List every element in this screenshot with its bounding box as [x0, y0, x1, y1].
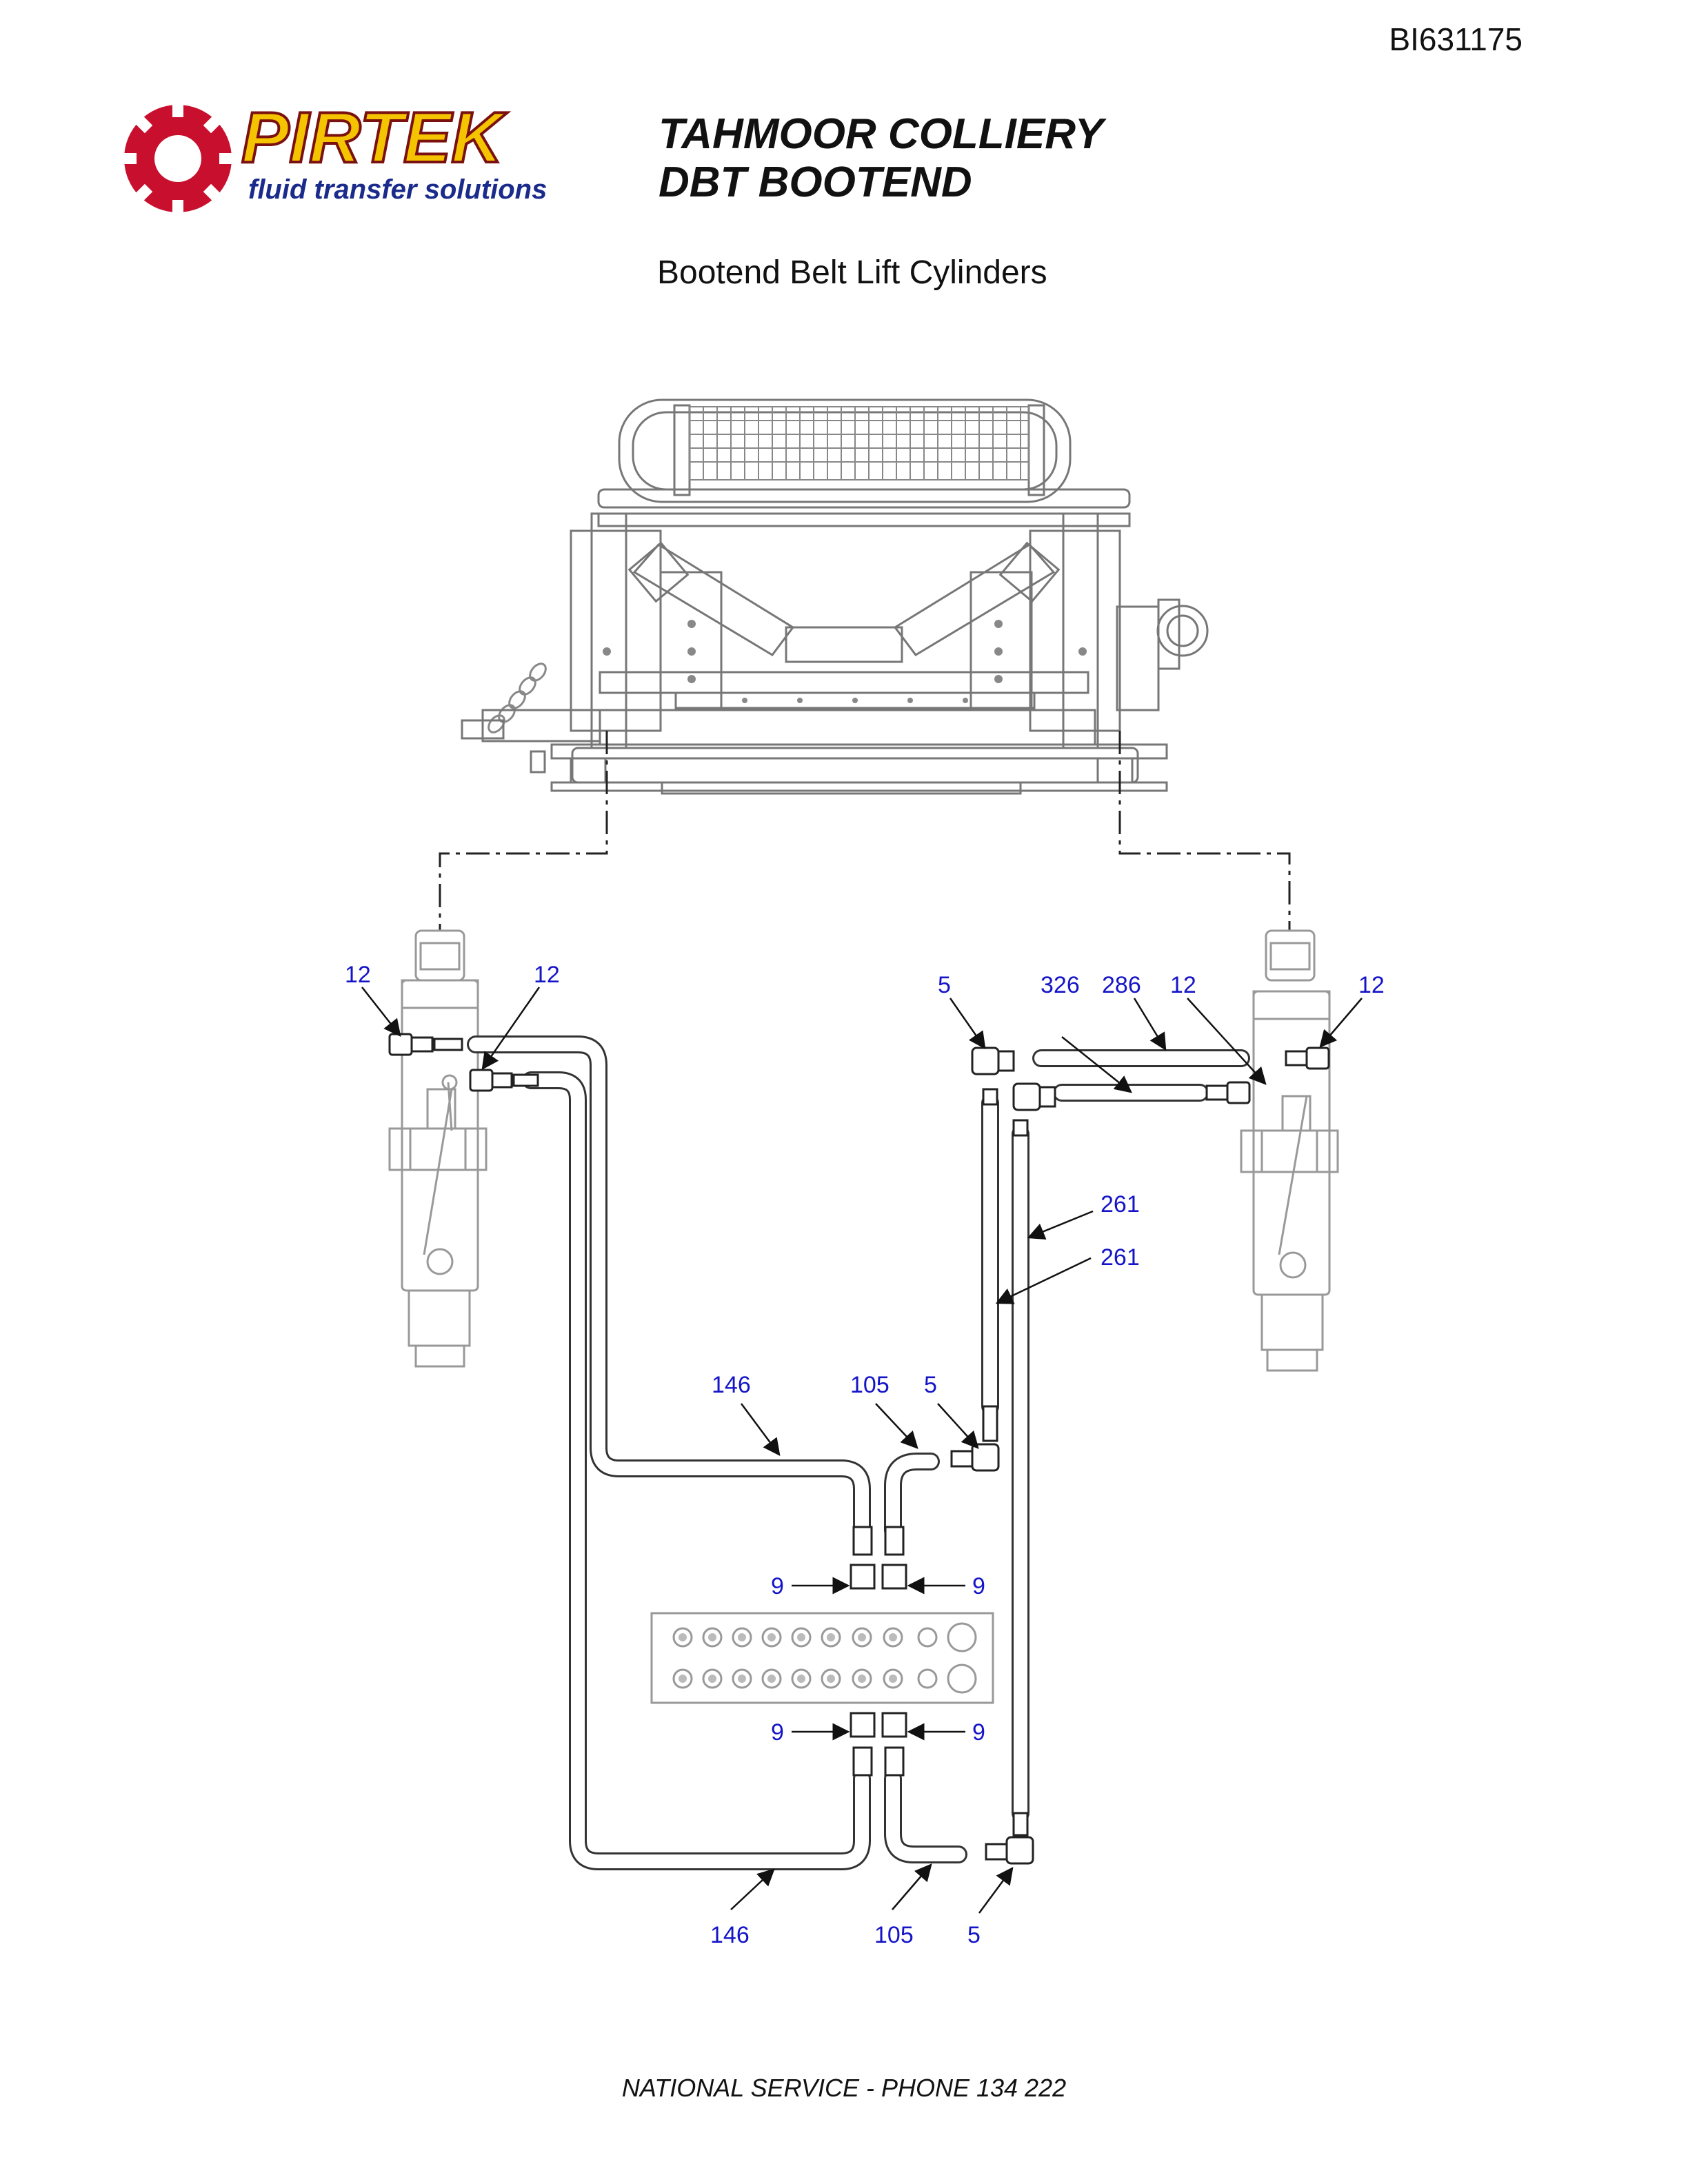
- callout-adapter-tr: 9: [972, 1573, 985, 1599]
- callout-hose-261-b: 261: [1101, 1244, 1140, 1271]
- callout-upper-146: 146: [712, 1372, 751, 1398]
- callout-labels: 12 12 5 326 286 12 12 261 261 146 105 5 …: [345, 962, 1385, 1948]
- title-line-1: TAHMOOR COLLIERY: [659, 110, 1104, 158]
- pirtek-logo: PIRTEK fluid transfer solutions: [119, 97, 547, 218]
- hoses: [467, 1035, 1250, 1870]
- document-id: BI631175: [1389, 21, 1523, 57]
- callout-right-cyl-b: 12: [1358, 972, 1385, 998]
- bootend-assembly: [461, 398, 1209, 795]
- left-lift-cylinder: [388, 929, 488, 1368]
- footer-service-phone: NATIONAL SERVICE - PHONE 134 222: [621, 2074, 1067, 2102]
- logo-tagline: fluid transfer solutions: [248, 174, 547, 205]
- callout-adapter-bl: 9: [771, 1719, 784, 1746]
- valve-block: [650, 1612, 994, 1704]
- callout-adapter-br: 9: [972, 1719, 985, 1746]
- callout-hose-286: 286: [1102, 972, 1141, 998]
- page-title: TAHMOOR COLLIERY DBT BOOTEND: [659, 110, 1103, 207]
- callout-right-top-5: 5: [938, 972, 951, 998]
- callout-upper-5: 5: [924, 1372, 937, 1398]
- callout-arrows: [361, 987, 1363, 1914]
- callout-left-cyl-a: 12: [345, 962, 371, 988]
- callout-right-cyl-a: 12: [1170, 972, 1196, 998]
- title-line-2: DBT BOOTEND: [659, 159, 972, 206]
- callout-lower-146: 146: [710, 1922, 750, 1948]
- callout-upper-105: 105: [850, 1372, 890, 1398]
- logo-gear-mark: [119, 99, 237, 218]
- leader-lines: [439, 731, 1291, 931]
- callout-hose-261-a: 261: [1101, 1191, 1140, 1217]
- callout-lower-105: 105: [874, 1922, 914, 1948]
- callout-adapter-tl: 9: [771, 1573, 784, 1599]
- fittings: [388, 1033, 1330, 1865]
- hose-146-upper: [467, 1035, 871, 1539]
- callout-left-cyl-b: 12: [534, 962, 560, 988]
- right-lift-cylinder: [1240, 929, 1339, 1372]
- page-subtitle: Bootend Belt Lift Cylinders: [657, 254, 1047, 291]
- callout-hose-326: 326: [1041, 972, 1080, 998]
- hose-105-lower: [884, 1770, 967, 1863]
- logo-wordmark: PIRTEK: [241, 98, 508, 178]
- callout-lower-5: 5: [967, 1922, 981, 1948]
